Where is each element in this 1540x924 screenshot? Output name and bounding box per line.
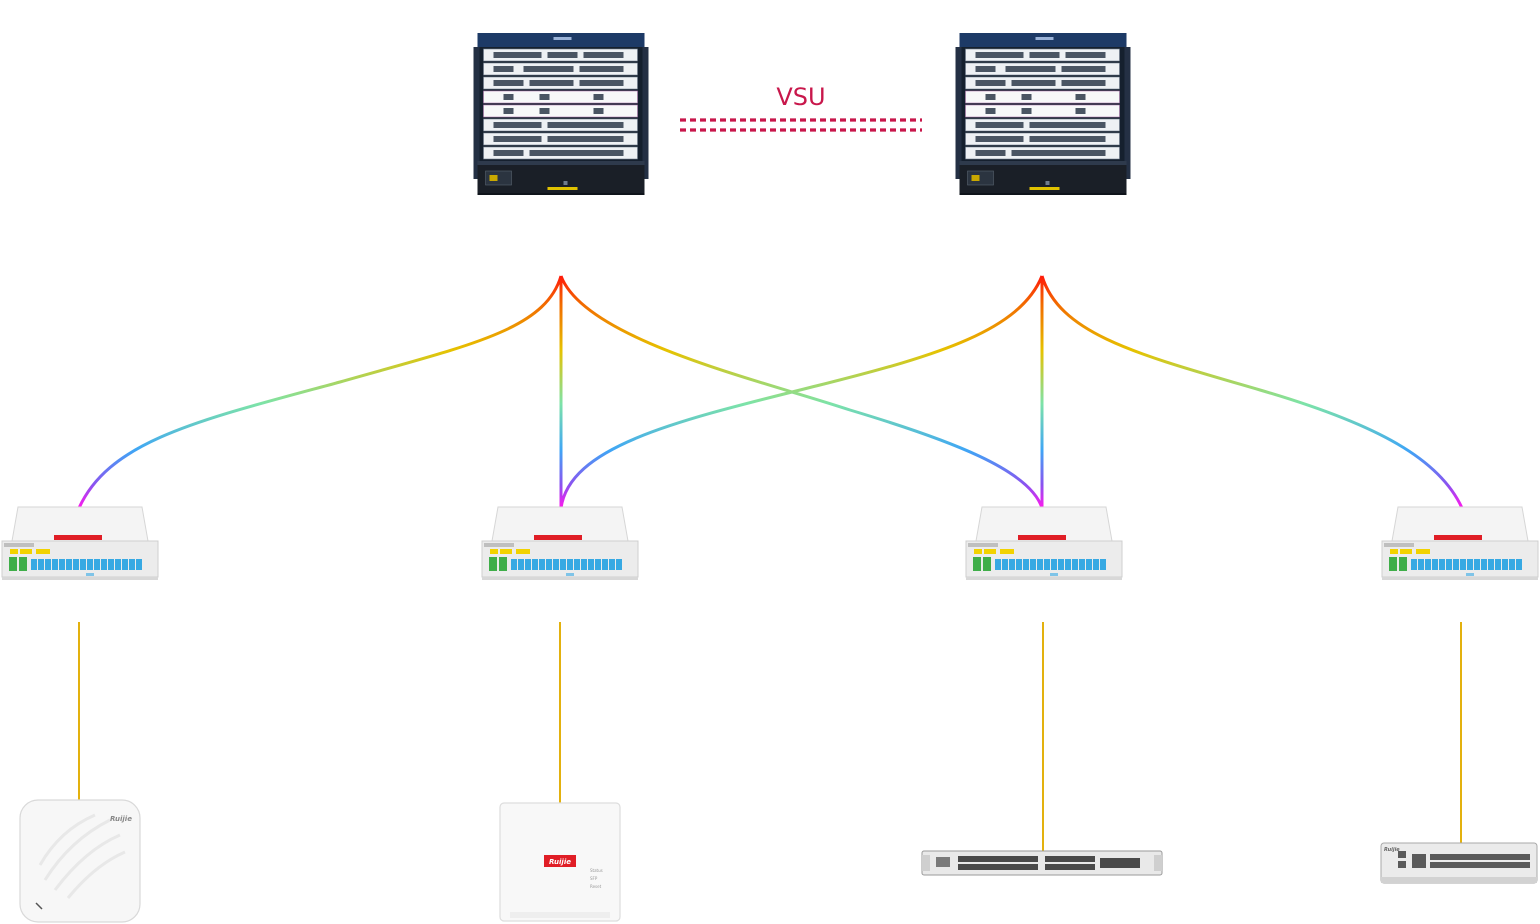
splitter-1	[1, 506, 159, 581]
core-switch-left	[472, 33, 650, 195]
optical-splitter-icon	[1381, 506, 1539, 581]
rack-switch	[921, 850, 1163, 876]
chassis-switch-icon	[954, 33, 1132, 195]
desktop-switch: Ruijie	[1380, 842, 1538, 884]
ceiling-ap-icon	[19, 799, 141, 923]
fiber-core2-splitter4	[1040, 275, 1464, 509]
vsu-link: VSU	[680, 83, 922, 132]
ap-reset-label: Reset	[590, 884, 602, 889]
splitter-2	[481, 506, 639, 581]
core-switch-right	[954, 33, 1132, 195]
brand-logo: Ruijie	[110, 815, 132, 823]
brand-logo: Ruijie	[1384, 847, 1400, 853]
optical-splitter-icon	[965, 506, 1123, 581]
ap-sfp-label: SFP	[590, 876, 598, 881]
optical-splitter-icon	[1, 506, 159, 581]
ceiling-ap: Ruijie	[19, 799, 141, 923]
optical-splitter-icon	[481, 506, 639, 581]
fiber-core1-splitter1	[77, 275, 563, 509]
ap-status-label: Status	[590, 868, 603, 873]
splitter-3	[965, 506, 1123, 581]
downlinks	[78, 622, 1462, 853]
wall-ap: Ruijie Status SFP Reset	[499, 802, 621, 922]
fiber-links	[77, 275, 1464, 509]
chassis-switch-icon	[472, 33, 650, 195]
brand-logo: Ruijie	[549, 858, 571, 866]
vsu-label: VSU	[776, 83, 825, 111]
splitter-4	[1381, 506, 1539, 581]
rack-switch-icon	[921, 850, 1163, 876]
fiber-core2-splitter2	[559, 275, 1044, 509]
desktop-switch-icon	[1380, 842, 1538, 884]
fiber-core1-splitter3	[559, 275, 1044, 509]
